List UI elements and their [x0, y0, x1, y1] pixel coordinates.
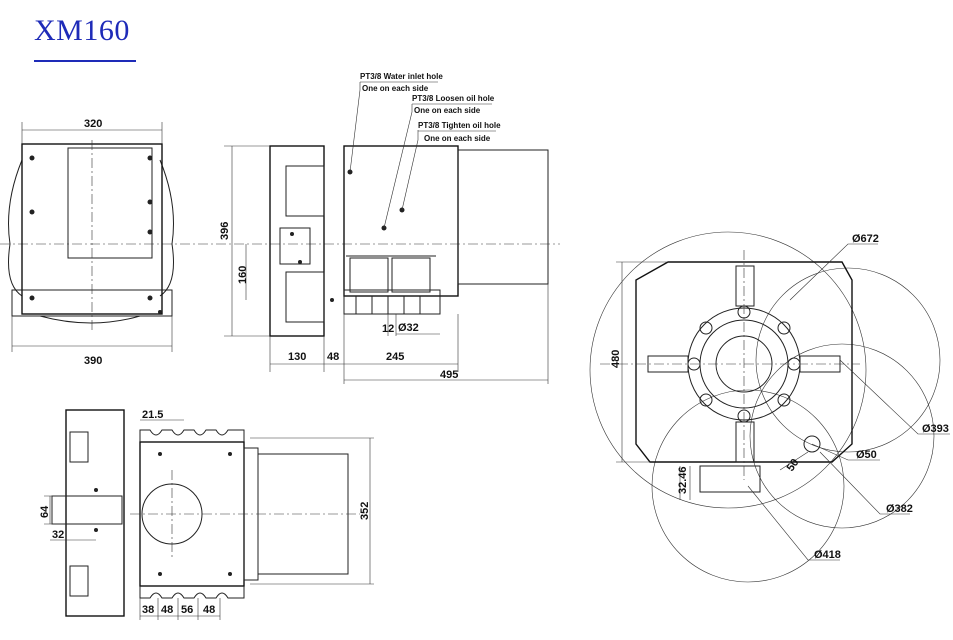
- dim-diameter-50: Ø50: [856, 449, 877, 461]
- dim-32: 32: [52, 529, 64, 541]
- svg-text:One on each side: One on each side: [414, 106, 481, 115]
- dim-495: 495: [440, 369, 458, 381]
- dim-diameter-382: Ø382: [886, 503, 913, 515]
- dim-48-b: 48: [203, 604, 215, 616]
- title-underline: [34, 60, 136, 62]
- dim-352: 352: [359, 502, 371, 520]
- dim-50: 50: [785, 457, 802, 474]
- dim-390: 390: [84, 355, 102, 367]
- svg-text:One on each side: One on each side: [424, 134, 491, 143]
- note-water-inlet: PT3/8 Water inlet hole One on each side: [360, 72, 443, 93]
- dim-396: 396: [219, 222, 231, 240]
- drawing-title: XM160: [34, 14, 130, 47]
- dim-32-46: 32.46: [677, 466, 689, 494]
- dim-21-5: 21.5: [142, 409, 163, 421]
- dim-48: 48: [327, 351, 339, 363]
- note-loosen-oil: PT3/8 Loosen oil hole One on each side: [412, 94, 495, 115]
- dim-diameter-393: Ø393: [922, 423, 949, 435]
- svg-text:PT3/8 Tighten oil hole: PT3/8 Tighten oil hole: [418, 121, 501, 130]
- dim-48-a: 48: [161, 604, 173, 616]
- top-view: 21.5 64 32 352 38 48 56 48: [39, 409, 374, 620]
- note-tighten-oil: PT3/8 Tighten oil hole One on each side: [418, 121, 501, 143]
- dim-320: 320: [84, 118, 102, 130]
- dim-160: 160: [237, 266, 249, 284]
- svg-text:PT3/8 Loosen oil hole: PT3/8 Loosen oil hole: [412, 94, 495, 103]
- dim-diameter-32: Ø32: [398, 322, 419, 334]
- dim-245: 245: [386, 351, 404, 363]
- dim-diameter-418: Ø418: [814, 549, 841, 561]
- dim-diameter-672: Ø672: [852, 233, 879, 245]
- dim-130: 130: [288, 351, 306, 363]
- dim-480: 480: [610, 350, 622, 368]
- dim-12: 12: [382, 323, 394, 335]
- svg-text:PT3/8 Water inlet hole: PT3/8 Water inlet hole: [360, 72, 443, 81]
- front-view: 320 390: [8, 118, 174, 367]
- disc-view: Ø672 Ø393 Ø50 Ø382 Ø418 480 50 32.46: [589, 231, 950, 583]
- side-view: PT3/8 Water inlet hole One on each side …: [219, 72, 549, 384]
- dim-38: 38: [142, 604, 154, 616]
- svg-text:One on each side: One on each side: [362, 84, 429, 93]
- dim-64: 64: [39, 505, 51, 518]
- dim-56: 56: [181, 604, 193, 616]
